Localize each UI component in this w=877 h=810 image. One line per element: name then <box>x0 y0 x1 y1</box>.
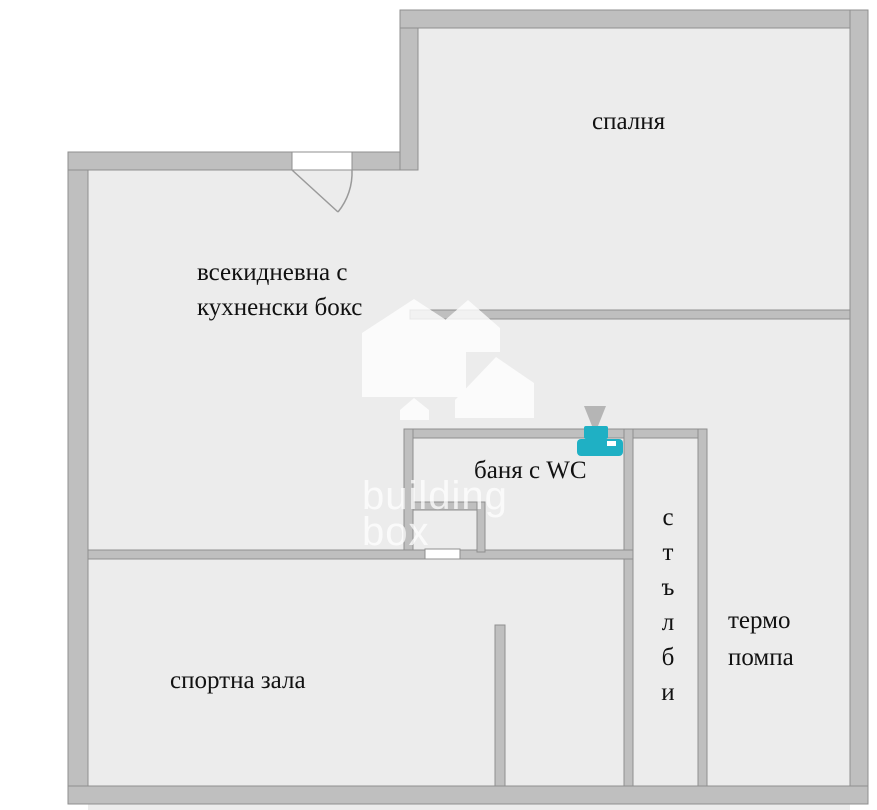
room-label-stairs: с т ъ л б и <box>661 504 675 706</box>
outer-walls <box>67 9 869 805</box>
room-label-heat-pump: термо помпа <box>728 602 794 676</box>
watermark-text: building box <box>362 474 508 554</box>
living-label-line-1: всекидневна с <box>197 259 348 286</box>
toilet-icon <box>577 406 623 456</box>
room-label-bedroom: спалня <box>592 108 666 135</box>
watermark-logo <box>362 299 534 420</box>
bathroom-door <box>424 548 461 560</box>
heat-pump-label-line-1: термо <box>728 607 791 634</box>
watermark-line-1: building <box>362 474 508 518</box>
heat-pump-label-line-2: помпа <box>728 644 794 671</box>
room-label-living: всекидневна с кухненски бокс <box>197 255 362 325</box>
room-label-gym: спортна зала <box>170 667 306 694</box>
floor-area <box>88 28 850 810</box>
living-label-line-2: кухненски бокс <box>197 294 363 321</box>
watermark-line-2: box <box>362 510 430 554</box>
room-label-bathroom: баня с WC <box>474 457 587 484</box>
entrance-door <box>291 151 353 213</box>
